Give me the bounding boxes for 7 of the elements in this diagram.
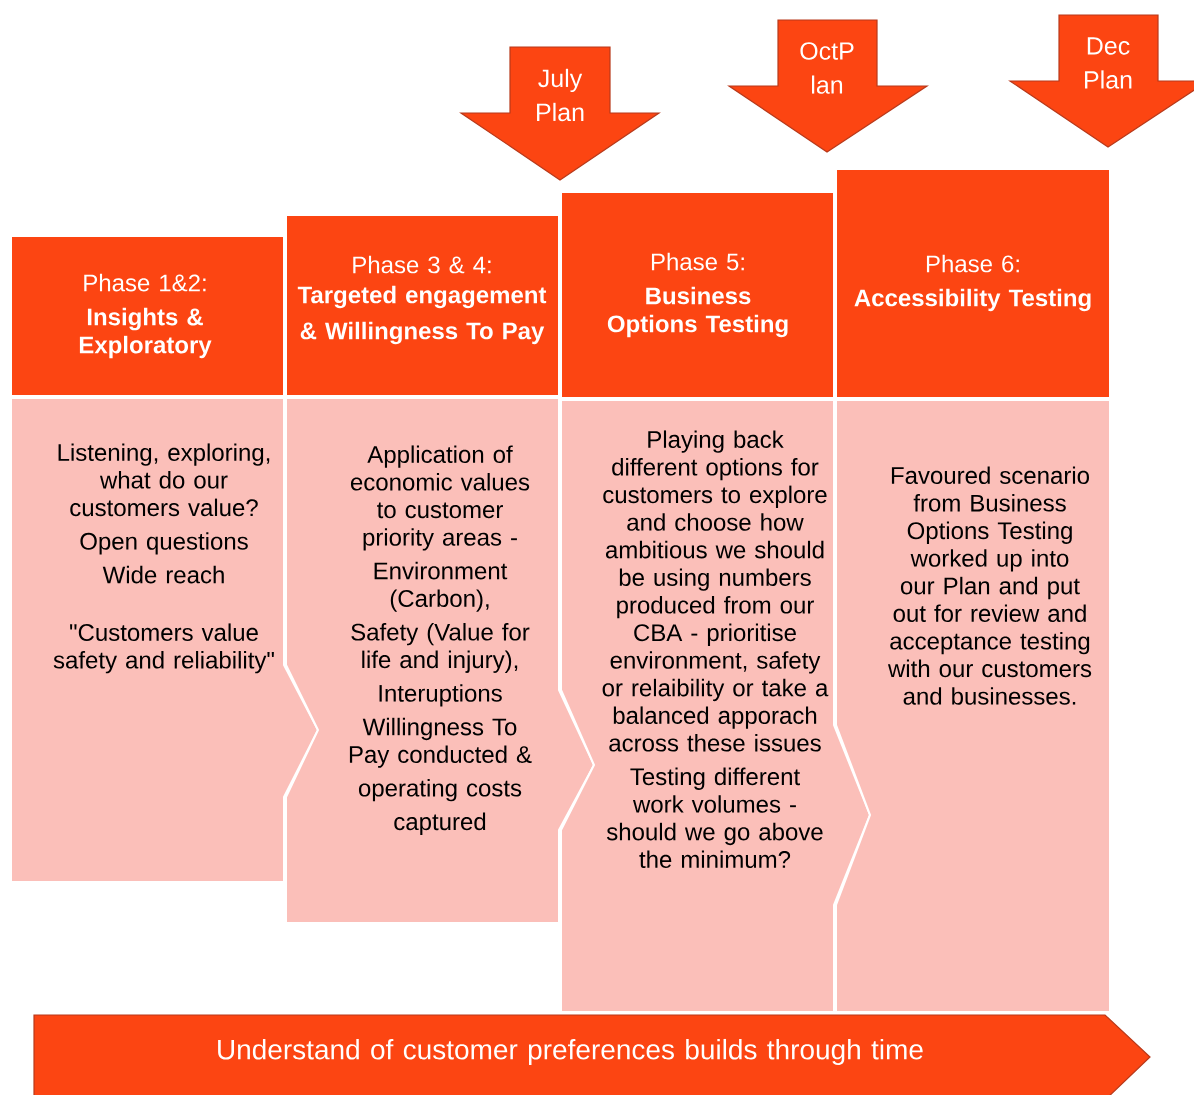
phase-panel: Playing back different options for customers to explore and choose how ambitious we should be using numbers produced from our CBA - prioritise environment, safety or relaibility or take a balanced apporach across these issues Testing different work volumes - should we go above the minimum? bbox=[560, 399, 872, 1013]
phase-header: Phase 1&2: Insights & Exploratory bbox=[10, 235, 285, 397]
phase-panel: Application of economic values to customer priority areas - Environment (Carbon), Safety (Value for life and injury), Interuptions Willingness To Pay conducted & operating costs captured bbox=[285, 397, 596, 924]
phase-header: Phase 3 & 4: Targeted engagement & Willingness To Pay bbox=[285, 214, 560, 397]
phase-panel: Favoured scenario from Business Options Testing worked up into our Plan and put out for review and acceptance testing with our customers and businesses. bbox=[835, 399, 1111, 1013]
phase-header: Phase 6: Accessibility Testing bbox=[835, 168, 1111, 399]
phase-header: Phase 5: Business Options Testing bbox=[560, 191, 835, 399]
